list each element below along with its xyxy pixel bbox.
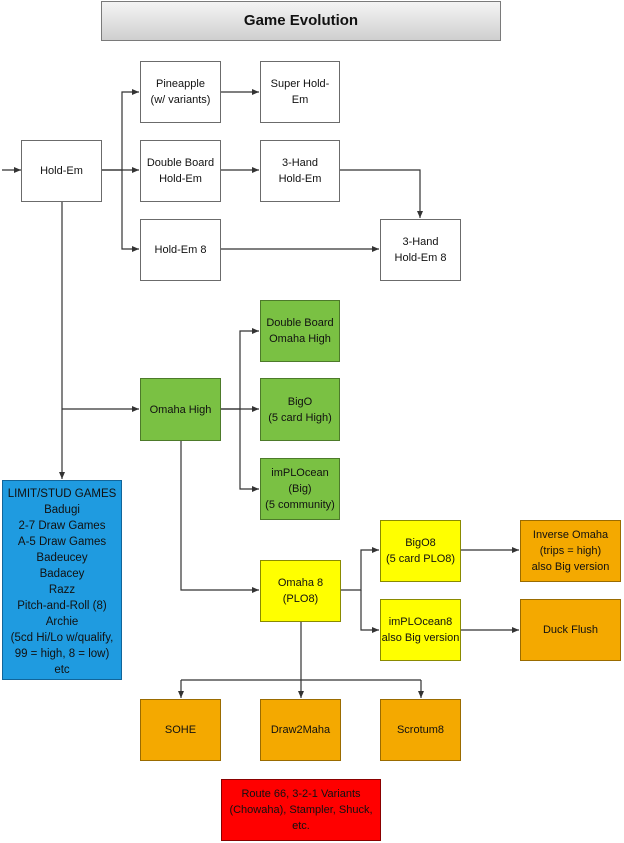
limit-stud-line: 2-7 Draw Games: [18, 520, 106, 532]
limit-stud-line: etc: [54, 664, 70, 676]
node-duck-flush: Duck Flush: [520, 599, 621, 661]
arrow-omaha8-implocean8: [360, 590, 379, 633]
node-super-holdem: Super Hold- Em: [260, 61, 340, 123]
arrow-omaha-doubleboard: [221, 328, 259, 410]
limit-stud-line: Archie: [45, 616, 79, 628]
limit-stud-line: Badugi: [44, 504, 80, 516]
limit-stud-line: Badeucey: [36, 552, 88, 564]
limit-stud-line: Badacey: [39, 568, 85, 580]
node-implocean-big: imPLOcean (Big) (5 community): [260, 458, 340, 520]
limit-stud-line: Razz: [48, 584, 76, 596]
node-3hand-holdem: 3-Hand Hold-Em: [260, 140, 340, 202]
node-double-board-omaha: Double Board Omaha High: [260, 300, 340, 362]
arrow-holdem-holdem8: [121, 170, 139, 252]
limit-stud-line: Pitch-and-Roll (8): [17, 600, 107, 612]
node-omaha-high: Omaha High: [140, 378, 221, 441]
node-bigo: BigO (5 card High): [260, 378, 340, 441]
node-pineapple: Pineapple (w/ variants): [140, 61, 221, 123]
limit-stud-line: A-5 Draw Games: [17, 536, 107, 548]
node-route66: Route 66, 3-2-1 Variants (Chowaha), Stam…: [221, 779, 381, 841]
node-implocean8: imPLOcean8 also Big version: [380, 599, 461, 661]
limit-stud-line: LIMIT/STUD GAMES: [7, 488, 117, 500]
arrow-3hand-3hand8: [339, 169, 423, 218]
limit-stud-line: (5cd Hi/Lo w/qualify,: [10, 632, 114, 644]
node-holdem: Hold-Em: [21, 140, 102, 202]
node-bigo8: BigO8 (5 card PLO8): [380, 520, 461, 582]
arrow-omaha8-bigo8: [341, 547, 379, 591]
arrow-omaha-implocean: [239, 409, 259, 492]
node-3hand-holdem8: 3-Hand Hold-Em 8: [380, 219, 461, 281]
diagram-title: Game Evolution: [101, 1, 501, 41]
limit-stud-line: 99 = high, 8 = low): [14, 648, 110, 660]
node-omaha8: Omaha 8 (PLO8): [260, 560, 341, 622]
node-holdem8: Hold-Em 8: [140, 219, 221, 281]
node-sohe: SOHE: [140, 699, 221, 761]
node-limit-stud-games: LIMIT/STUD GAMES Badugi 2-7 Draw Games A…: [2, 480, 122, 680]
node-double-board-holdem: Double Board Hold-Em: [140, 140, 221, 202]
arrow-omahahigh-omaha8: [180, 441, 259, 593]
node-draw2maha: Draw2Maha: [260, 699, 341, 761]
node-inverse-omaha: Inverse Omaha (trips = high) also Big ve…: [520, 520, 621, 582]
arrow-holdem-pineapple: [101, 89, 139, 171]
node-scrotum8: Scrotum8: [380, 699, 461, 761]
